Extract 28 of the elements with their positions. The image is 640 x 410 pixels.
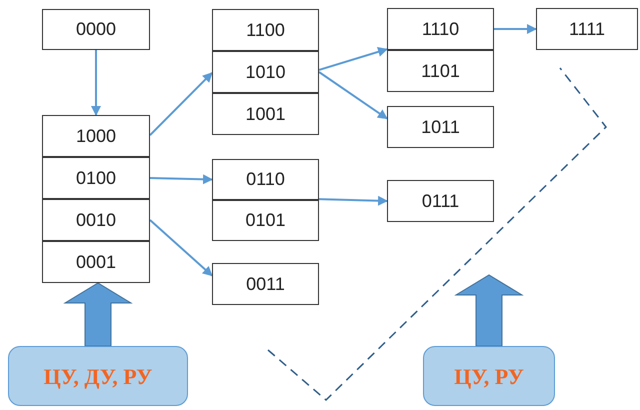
- code-cell: 0110: [212, 159, 319, 200]
- block-arrow: [454, 274, 524, 346]
- arrow: [318, 47, 388, 71]
- code-cell: 1111: [536, 8, 638, 50]
- arrow: [494, 24, 537, 34]
- code-cell: 1110: [387, 8, 494, 50]
- arrow: [149, 72, 213, 136]
- arrow: [149, 219, 213, 276]
- arrow: [91, 50, 101, 116]
- code-cell: 1011: [387, 106, 494, 148]
- code-cell: 0100: [42, 157, 150, 199]
- mode-box: ЦУ, ДУ, РУ: [8, 346, 188, 406]
- code-cell: 1101: [387, 50, 494, 92]
- code-cell: 1100: [212, 9, 319, 51]
- code-cell: 1010: [212, 51, 319, 93]
- code-cell: 0010: [42, 199, 150, 241]
- arrow: [318, 196, 388, 206]
- arrow: [318, 71, 388, 120]
- code-cell: 0011: [212, 263, 319, 305]
- code-cell: 0001: [42, 241, 150, 283]
- code-cell: 1000: [42, 115, 150, 157]
- code-cell: 0101: [212, 200, 319, 241]
- mode-box: ЦУ, РУ: [423, 346, 555, 406]
- arrow: [150, 174, 213, 184]
- code-cell: 0000: [42, 9, 150, 50]
- code-cell: 1001: [212, 93, 319, 135]
- code-cell: 0111: [387, 180, 494, 222]
- block-arrow: [63, 282, 133, 346]
